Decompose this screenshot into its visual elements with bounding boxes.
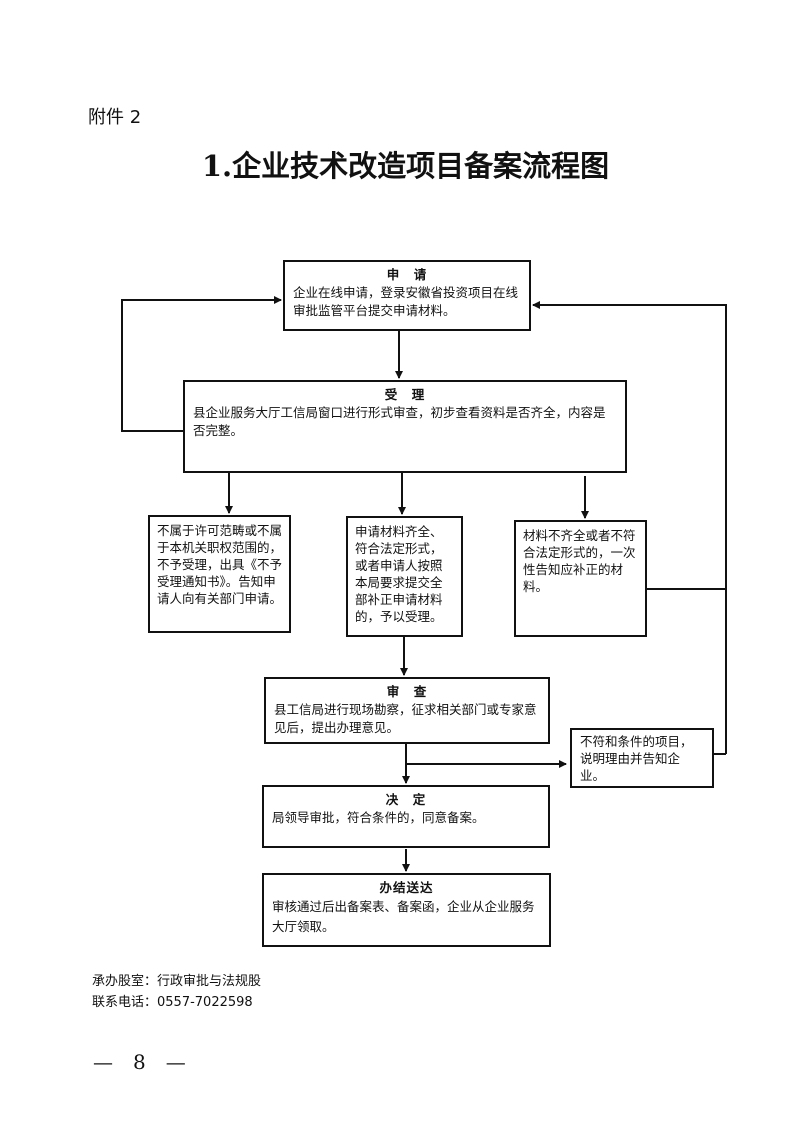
apply-text: 企业在线申请，登录安徽省投资项目在线审批监管平台提交申请材料。 <box>293 285 519 318</box>
review-box: 审 查 县工信局进行现场勘察，征求相关部门或专家意见后，提出办理意见。 <box>264 677 550 744</box>
accept-heading: 受 理 <box>384 387 426 402</box>
not-qualified-box: 不符和条件的项目，说明理由并告知企业。 <box>570 728 714 788</box>
page-number: — 8 — <box>93 1050 186 1074</box>
incomplete-text: 材料不齐全或者不符合法定形式的，一次性告知应补正的材料。 <box>523 528 636 594</box>
accept-box: 受 理 县企业服务大厅工信局窗口进行形式审查，初步查看资料是否齐全，内容是否完整… <box>183 380 627 473</box>
apply-box: 申 请 企业在线申请，登录安徽省投资项目在线审批监管平台提交申请材料。 <box>283 260 531 331</box>
review-text: 县工信局进行现场勘察，征求相关部门或专家意见后，提出办理意见。 <box>274 702 537 735</box>
not-qualified-text: 不符和条件的项目，说明理由并告知企业。 <box>580 734 693 783</box>
decision-heading: 决 定 <box>385 792 427 807</box>
loop-accept-to-apply <box>121 296 282 432</box>
attachment-label: 附件 2 <box>88 107 142 128</box>
delivery-box: 办结送达 审核通过后出备案表、备案函，企业从企业服务大厅领取。 <box>262 873 551 947</box>
decision-text: 局领导审批，符合条件的，同意备案。 <box>272 810 485 825</box>
reject-scope-text: 不属于许可范畴或不属于本机关职权范围的，不予受理，出具《不予受理通知书》。告知申… <box>157 523 283 606</box>
review-heading: 审 查 <box>386 684 428 699</box>
delivery-heading: 办结送达 <box>379 880 434 895</box>
accepted-box: 申请材料齐全、符合法定形式，或者申请人按照本局要求提交全部补正申请材料的，予以受… <box>346 516 463 637</box>
department-label: 承办股室：行政审批与法规股 <box>92 974 262 989</box>
reject-scope-box: 不属于许可范畴或不属于本机关职权范围的，不予受理，出具《不予受理通知书》。告知申… <box>148 515 291 633</box>
loop-rail-to-apply <box>532 301 727 754</box>
accept-text: 县企业服务大厅工信局窗口进行形式审查，初步查看资料是否齐全，内容是否完整。 <box>193 405 606 438</box>
delivery-text: 审核通过后出备案表、备案函，企业从企业服务大厅领取。 <box>272 899 535 934</box>
accepted-text: 申请材料齐全、符合法定形式，或者申请人按照本局要求提交全部补正申请材料的，予以受… <box>355 524 443 624</box>
decision-box: 决 定 局领导审批，符合条件的，同意备案。 <box>262 785 550 848</box>
apply-heading: 申 请 <box>386 267 428 282</box>
incomplete-box: 材料不齐全或者不符合法定形式的，一次性告知应补正的材料。 <box>514 520 647 637</box>
page-title: 1.企业技术改造项目备案流程图 <box>201 149 610 183</box>
phone-label: 联系电话：0557-7022598 <box>92 995 253 1010</box>
